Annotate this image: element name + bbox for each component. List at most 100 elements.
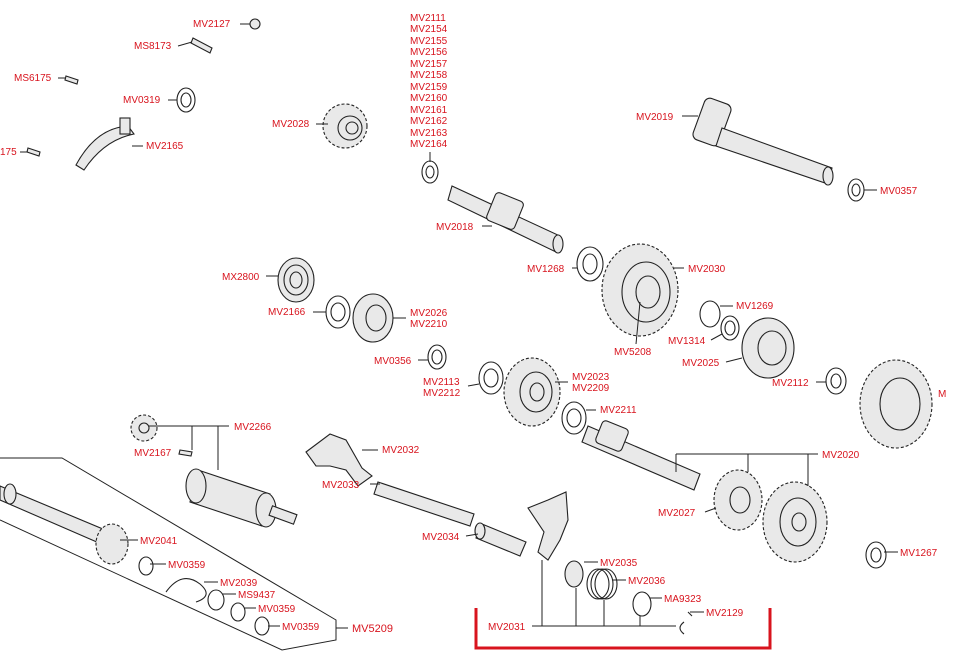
label-stack-item: MV2154 [410,24,448,35]
label-ma9323: MA9323 [664,594,702,605]
label-mx2800: MX2800 [222,272,260,283]
washer-mv1268 [576,246,604,282]
label-mv2018: MV2018 [436,222,474,233]
shift-shaft-frame [0,457,337,651]
label-mv0357: MV0357 [880,186,918,197]
label-mv5208: MV5208 [614,347,652,358]
rod-mv2033 [373,481,475,527]
label-175: 175 [0,147,17,158]
label-mv5209: MV5209 [352,623,393,635]
gear-mv2030 [601,243,679,337]
washer-mv0359b [230,602,246,622]
label-mv2166: MV2166 [268,307,306,318]
label-stack: MV2111 MV2154 MV2155 MV2156 MV2157 MV215… [410,13,448,150]
label-mv0319: MV0319 [123,95,161,106]
label-mv2028: MV2028 [272,119,310,130]
label-stack-item: MV2161 [410,105,448,116]
gear-mv2020-large [762,481,828,563]
label-mv2020: MV2020 [822,450,860,461]
spring-mv2039 [165,578,207,603]
shaft-mv2019 [692,97,834,186]
washer-mv0356 [427,344,447,370]
label-mv2212: MV2212 [423,388,461,399]
spacer-mv2034 [474,522,527,557]
label-mv2211: MV2211 [600,405,637,416]
ring-ma9323 [632,591,652,617]
gear-mv2027 [713,469,763,531]
label-stack-item: MV2164 [410,139,448,150]
washer-mv0357 [847,178,865,202]
dog-mv2026 [352,293,394,343]
label-ms8173: MS8173 [134,41,172,52]
screw-ms8173 [190,37,213,54]
label-mv2129: MV2129 [706,608,744,619]
clip-mv1269 [699,300,721,328]
label-mv2035: MV2035 [600,558,638,569]
label-mv1267: MV1267 [900,548,938,559]
washer-mv0319 [176,87,196,113]
washer-mv2211 [561,401,587,435]
shift-shaft-mv5209 [0,483,111,547]
label-mv1269: MV1269 [736,301,774,312]
label-stack-item: MV2157 [410,59,448,70]
shift-drum-mv2266 [185,468,298,528]
shaft-mv2020 [581,420,701,491]
shift-fork-mv2032 [305,433,373,487]
plate-mv2041 [95,523,129,565]
label-mv2041: MV2041 [140,536,178,547]
label-stack-item: MV2158 [410,70,448,81]
label-stack-item: MV2156 [410,47,448,58]
gear-mv2028 [322,103,368,149]
label-stack-item: MV2162 [410,116,448,127]
label-mv2026: MV2026 [410,308,448,319]
clip-mv2129 [679,611,693,635]
label-ms9437: MS9437 [238,590,276,601]
washer-mv2111-stack [421,160,439,184]
label-mv0359-b: MV0359 [258,604,296,615]
label-mv2167: MV2167 [134,448,172,459]
label-mv0356: MV0356 [374,356,412,367]
label-stack-item: MV2111 [410,13,446,24]
spring-mv2036 [586,568,618,600]
label-stack-item: MV2159 [410,82,448,93]
label-mv2033: MV2033 [322,480,360,491]
label-mv2023: MV2023 [572,372,610,383]
washer-mv0359c [254,616,270,636]
washer-mv1267 [865,541,887,569]
part-labels: MV2127 MS8173 MS6175 MV0319 175 MV2165 M… [0,13,946,635]
label-mv2127: MV2127 [193,19,231,30]
label-mv2032: MV2032 [382,445,420,456]
washer-mv2166 [325,295,351,329]
washer-mv0359a [138,556,154,576]
washer-mv2113 [478,361,504,395]
label-mv2025: MV2025 [682,358,720,369]
bolt-mv2127 [249,18,261,30]
label-mv0359-c: MV0359 [282,622,320,633]
collar-mv2035 [564,560,584,588]
shift-fork-mv2165 [75,117,135,171]
label-ms6175: MS6175 [14,73,52,84]
label-stack-item: MV2155 [410,36,448,47]
washer-mv2112 [825,367,847,395]
highlight-bracket [474,608,772,650]
screw-left [26,147,41,157]
gear-right-edge [859,359,933,449]
gear-mv2023 [503,357,561,427]
screw-ms6175 [64,75,79,85]
label-mv2039: MV2039 [220,578,258,589]
washer-mv1314 [720,315,740,341]
label-mv2165: MV2165 [146,141,184,152]
label-mv2113: MV2113 [423,377,460,388]
label-mv1268: MV1268 [527,264,565,275]
label-m: M [938,389,946,400]
label-mv2210: MV2210 [410,319,448,330]
label-mv2036: MV2036 [628,576,666,587]
shaft-mv2018 [447,185,564,254]
label-mv0359-a: MV0359 [168,560,206,571]
washer-ms9437 [207,589,225,611]
dog-mv2025 [741,317,795,379]
shift-fork-mv2031 [527,491,569,561]
sprocket-mv2167 [130,414,158,442]
label-mv2266: MV2266 [234,422,272,433]
